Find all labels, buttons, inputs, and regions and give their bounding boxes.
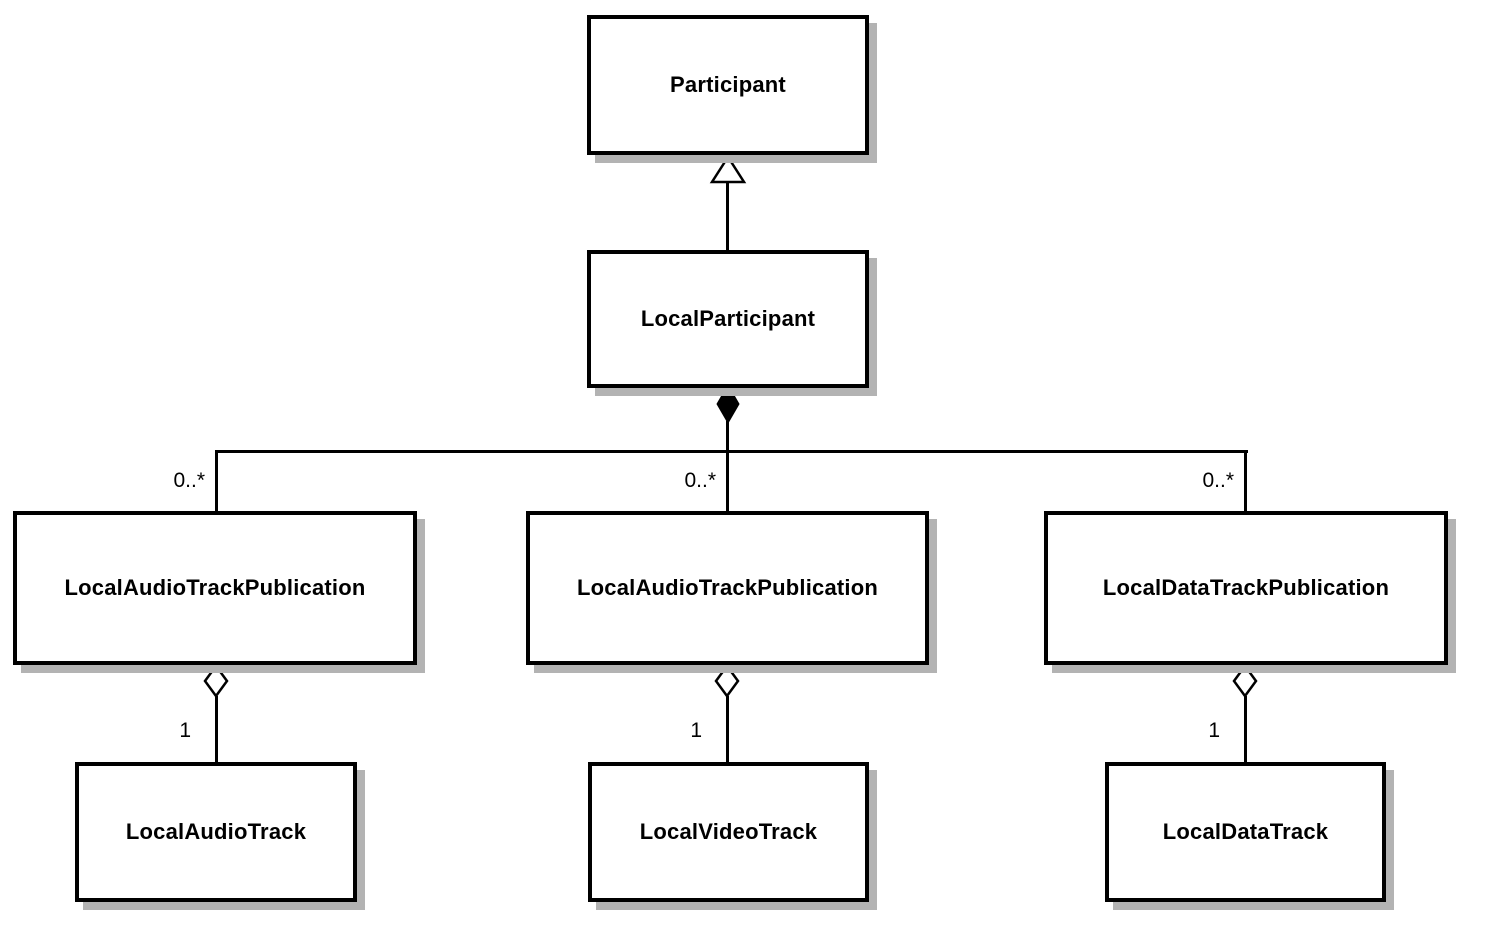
aggregation-diamond-icon [203, 664, 229, 698]
inheritance-triangle-icon [709, 155, 747, 184]
class-box-local-data-track: LocalDataTrack [1105, 762, 1386, 902]
class-box-participant: Participant [587, 15, 869, 155]
multiplicity-label: 0..* [1202, 469, 1234, 492]
multiplicity-label: 1 [690, 719, 702, 742]
edge-branch-right-line [1244, 450, 1247, 511]
multiplicity-label: 0..* [684, 469, 716, 492]
class-box-local-data-track-publication: LocalDataTrackPublication [1044, 511, 1448, 665]
class-name-label: Participant [670, 72, 786, 97]
class-name-label: LocalAudioTrack [125, 819, 307, 844]
edge-branch-horizontal-line [215, 450, 1248, 453]
class-box-local-participant: LocalParticipant [587, 250, 869, 388]
edge-aggregation-left-line [215, 696, 218, 762]
edge-inheritance-line [726, 183, 729, 250]
class-box-local-audio-track-publication: LocalAudioTrackPublication [13, 511, 417, 665]
class-name-label: LocalAudioTrackPublication [64, 575, 366, 600]
class-name-label: LocalDataTrackPublication [1102, 575, 1390, 600]
class-box-local-audio-track-publication-middle: LocalAudioTrackPublication [526, 511, 929, 665]
multiplicity-label: 1 [179, 719, 191, 742]
composition-diamond-icon [716, 384, 740, 424]
class-box-local-video-track: LocalVideoTrack [588, 762, 869, 902]
class-name-label: LocalParticipant [640, 306, 816, 331]
edge-branch-middle-line [726, 450, 729, 511]
edge-composition-line [726, 421, 729, 452]
aggregation-diamond-icon [714, 664, 740, 698]
edge-aggregation-right-line [1244, 696, 1247, 762]
class-name-label: LocalAudioTrackPublication [576, 575, 879, 600]
multiplicity-label: 1 [1208, 719, 1220, 742]
class-box-local-audio-track: LocalAudioTrack [75, 762, 357, 902]
edge-aggregation-middle-line [726, 696, 729, 762]
multiplicity-label: 0..* [173, 469, 205, 492]
edge-branch-left-line [215, 450, 218, 511]
class-name-label: LocalDataTrack [1162, 819, 1329, 844]
class-name-label: LocalVideoTrack [639, 819, 818, 844]
aggregation-diamond-icon [1232, 664, 1258, 698]
